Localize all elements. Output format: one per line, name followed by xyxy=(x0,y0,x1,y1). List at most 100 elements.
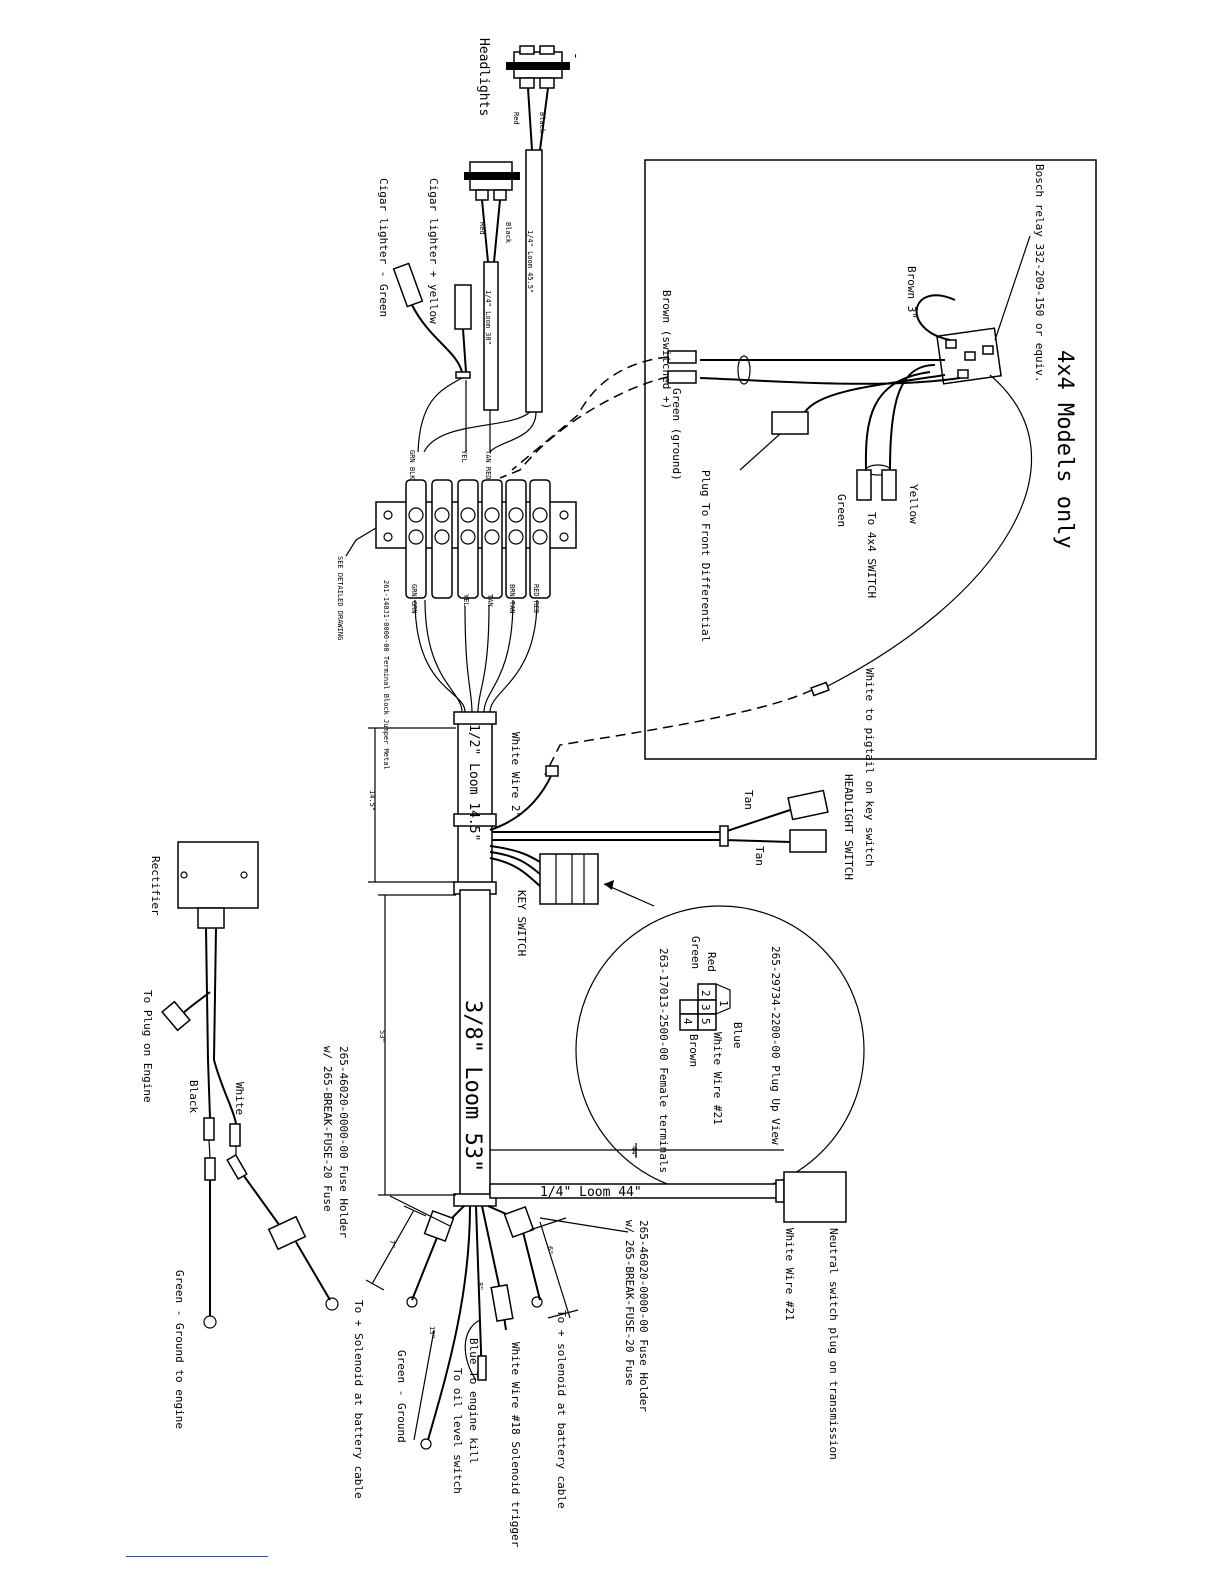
half-loom xyxy=(457,714,493,886)
terminal-screw xyxy=(484,529,500,545)
tb-tag-top-1: YEL xyxy=(460,450,468,463)
pin-2: 2 xyxy=(699,990,712,997)
plug-brown-label: Brown xyxy=(687,1034,700,1067)
half-loom-label: 1/2" Loom 14.5" xyxy=(466,724,481,841)
terminal-screw xyxy=(508,507,524,523)
brown-green-plugs xyxy=(667,350,697,384)
loom-30-label: 1/4" Loom 30" xyxy=(484,290,492,345)
terminal-screw xyxy=(532,529,548,545)
neutral-switch-plug xyxy=(783,1171,847,1223)
headlights-label: Headlights xyxy=(476,38,491,116)
front-diff-plug xyxy=(771,411,809,435)
neutral-switch-label: Neutral switch plug on transmission xyxy=(827,1228,840,1460)
plug-blue-label: Blue xyxy=(731,1022,744,1049)
plug-white21-label: White Wire #21 xyxy=(711,1032,724,1125)
headlight-connector xyxy=(506,45,570,89)
white-wire-21-label: White Wire #21 xyxy=(783,1228,796,1321)
dim-6-label: 6" xyxy=(546,1246,554,1254)
dim-8-label: 8" xyxy=(476,1282,484,1290)
terminal-screw xyxy=(484,507,500,523)
cigar-plus-label: Cigar lighter + yellow xyxy=(427,178,440,324)
plug-part-label: 265-29734-2200-00 Plug Up View xyxy=(769,946,782,1145)
rectifier-fuse xyxy=(267,1215,307,1251)
to-4x4-switch-label: To 4x4 SWITCH xyxy=(865,512,878,598)
bosch-relay-label: Bosch relay 332-209-150 or equiv. xyxy=(1033,164,1046,383)
headlight-switch-label: HEADLIGHT SWITCH xyxy=(842,774,855,880)
tb-tag-bottom-1: YEL xyxy=(462,594,470,607)
fuse-holder-a-label-2: w/ 265-BREAK-FUSE-20 Fuse xyxy=(321,1046,334,1212)
tb-tag-bottom-4: RED RED xyxy=(532,584,540,614)
terminal-block xyxy=(375,479,577,599)
dash-mark: - xyxy=(568,52,583,60)
rectifier-label: Rectifier xyxy=(149,856,162,916)
tb-tag-bottom-3: BRN TAN xyxy=(508,584,516,614)
blue-engine-kill-label: Blue To engine kill xyxy=(467,1338,480,1464)
white-18-label: White Wire #18 Solenoid trigger xyxy=(509,1342,522,1548)
plug-up-view xyxy=(679,983,731,1031)
terminal-screw xyxy=(434,529,450,545)
terminal-screw xyxy=(508,529,524,545)
fuse-holder-b-label-2: w/ 265-BREAK-FUSE-20 Fuse xyxy=(623,1220,636,1386)
terminal-screw xyxy=(460,507,476,523)
dim-53-label: 53" xyxy=(378,1030,386,1043)
fuse-holder-a-label-1: 265-46020-0000-00 Fuse Holder xyxy=(337,1046,350,1238)
green-ground-short-label: Green - Ground xyxy=(395,1350,408,1443)
terminal-jumper-label: 261-140J1-0000-00 Terminal Block Jumper … xyxy=(382,580,390,770)
tb-tag-bottom-2: TAN xyxy=(486,594,494,607)
key-switch-label: KEY SWITCH xyxy=(515,890,528,956)
rectifier xyxy=(177,841,259,929)
4x4-title: 4x4 Models only xyxy=(1052,350,1077,549)
green-label: Green xyxy=(835,494,848,527)
yellow-label: Yellow xyxy=(907,484,920,524)
terminal-screw xyxy=(532,507,548,523)
brown-3-label: Brown 3" xyxy=(905,266,918,319)
tb-tag-bottom-0: GRN GRN xyxy=(410,584,418,614)
bosch-relay xyxy=(936,327,1002,385)
headlight-black: Black xyxy=(538,112,546,134)
solenoid-trigger-plug xyxy=(490,1284,514,1322)
green-ground-engine-label: Green - Ground to engine xyxy=(173,1270,186,1429)
plug-red-label: Red xyxy=(705,952,718,972)
terminal-screw xyxy=(460,529,476,545)
pin-1: 1 xyxy=(717,1000,730,1007)
oil-level-label: To oil level switch xyxy=(451,1368,464,1494)
loom-44-label: 1/4" Loom 44" xyxy=(540,1185,642,1200)
pin-5: 5 xyxy=(699,1018,712,1025)
to-plug-engine-label: To Plug on Engine xyxy=(141,990,154,1103)
plug-green-label: Green xyxy=(689,936,702,969)
headlight-red: Red xyxy=(512,112,520,125)
see-detailed-label: SEE DETAILED DRAWING xyxy=(336,556,344,640)
footer-link-underline xyxy=(126,1556,268,1557)
loom-45-5-label: 1/4" Loom 45.5" xyxy=(526,230,534,293)
black-label: Black xyxy=(187,1080,200,1113)
white-wire-2-label: White Wire 2" xyxy=(509,732,522,818)
to-solenoid-batt2-label: To + Solenoid at battery cable xyxy=(352,1300,365,1499)
tan-label-1: Tan xyxy=(742,790,755,810)
main-loom xyxy=(459,889,491,1201)
terminal-screw xyxy=(434,507,450,523)
fuse-holder-b-label-1: 265-46020-0000-00 Fuse Holder xyxy=(637,1220,650,1412)
dim-7-label: 7" xyxy=(388,1240,396,1248)
green-ground-label: Green (ground) xyxy=(670,388,683,481)
white-pigtail-label: White to pigtail on key switch xyxy=(863,668,876,867)
cigar-minus-label: Cigar lighter - Green xyxy=(377,178,390,317)
white-label: White xyxy=(233,1082,246,1115)
terminal-screw xyxy=(408,507,424,523)
to-solenoid-battery-label: To + solenoid at battery cable xyxy=(555,1310,568,1509)
4x4-switch-plugs xyxy=(856,469,897,501)
cigar-connector xyxy=(464,161,520,201)
tb-tag-top-0: GRN BLK xyxy=(408,450,416,480)
key-switch-plug xyxy=(539,853,599,905)
fuse-holder-a xyxy=(423,1210,455,1242)
pin-3: 3 xyxy=(699,1004,712,1011)
fuse-holder-b xyxy=(503,1206,535,1238)
loom-53-label: 3/8" Loom 53" xyxy=(460,1000,485,1172)
terminal-screw xyxy=(408,529,424,545)
dim-14-5-label: 14.5" xyxy=(368,790,376,811)
female-terms-label: 263-17013-2500-00 Female terminals xyxy=(657,948,670,1173)
headlight-switch-plugs xyxy=(787,789,829,853)
pin-4: 4 xyxy=(681,1018,694,1025)
tb-tag-top-2: TAN RED xyxy=(484,450,492,480)
cigar-red: Red xyxy=(478,222,486,235)
